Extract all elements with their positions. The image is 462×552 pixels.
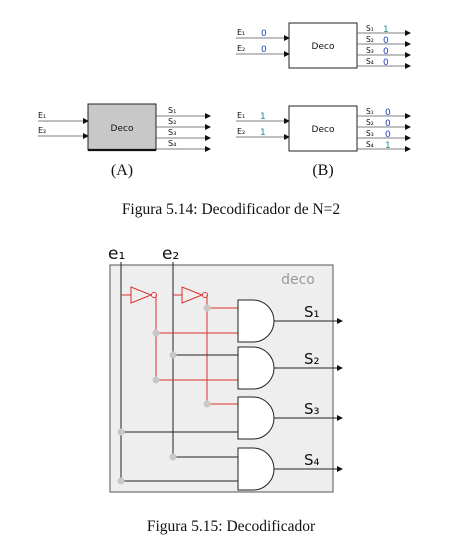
panel-b-bottom-diagram: E₁ 1 E₂ 1 Deco S₁ 0 S₂ 0 S₃ 0 S₄ 1 (B) — [236, 105, 411, 179]
panel-b-top-output-s2-value: 0 — [383, 36, 389, 46]
panel-b-top-input-e2: E₂ — [237, 44, 245, 53]
panel-a-output-s4: S₄ — [168, 139, 176, 148]
panel-b-bottom-input-e2: E₂ — [237, 127, 245, 136]
circuit-input-e1: e₁ — [108, 244, 125, 264]
panel-b-bottom-output-s1: S₁ — [366, 107, 374, 116]
panel-a-deco-label: Deco — [111, 124, 134, 134]
panel-b-bottom-output-s3-value: 0 — [385, 130, 391, 140]
panel-b-bottom-input-e2-value: 1 — [260, 128, 266, 138]
panel-b-bottom-deco-label: Deco — [312, 125, 335, 135]
panel-b-bottom-input-e1: E₁ — [237, 111, 245, 120]
circuit-input-e2: e₂ — [162, 244, 179, 264]
not-gate-e1-icon — [130, 286, 153, 304]
panel-b-top-diagram: E₁ 0 E₂ 0 Deco S₁ 1 S₂ 0 S₃ 0 S₄ 0 — [236, 22, 411, 69]
panel-b-bottom-input-e1-value: 1 — [260, 112, 266, 122]
panel-b-bottom-output-s3: S₃ — [366, 129, 374, 138]
decoder-circuit-box — [109, 264, 334, 493]
panel-a-output-s2: S₂ — [168, 117, 176, 126]
panel-b-bottom-output-s2-value: 0 — [385, 119, 391, 129]
panel-b-top-output-s4: S₄ — [366, 57, 374, 66]
panel-b-top-output-s2: S₂ — [366, 35, 374, 44]
decoder-circuit-box-label: deco — [281, 272, 315, 288]
panel-b-top-output-s4-value: 0 — [383, 58, 389, 68]
and-gate-1-icon — [237, 299, 275, 343]
panel-b-bottom-output-s4: S₄ — [366, 140, 374, 149]
panel-b-label: (B) — [312, 162, 333, 179]
panel-b-top-output-s3-value: 0 — [383, 47, 389, 57]
and-gate-2-icon — [237, 346, 275, 390]
panel-a-input-e2: E₂ — [38, 126, 46, 135]
panel-a-output-s3: S₃ — [168, 128, 176, 137]
panel-a-label: (A) — [111, 162, 133, 179]
panel-b-top-input-e1: E₁ — [237, 28, 245, 37]
panel-b-top-input-e1-value: 0 — [261, 29, 267, 39]
figure-15-caption: Figura 5.15: Decodificador — [146, 518, 316, 535]
circuit-output-s2: S₂ — [304, 350, 320, 368]
and-gate-4-icon — [237, 447, 275, 491]
panel-b-top-deco-label: Deco — [312, 42, 335, 52]
circuit-output-s1: S₁ — [304, 303, 320, 321]
panel-b-bottom-deco-box — [288, 105, 358, 152]
circuit-output-s3: S₃ — [304, 400, 320, 418]
panel-b-bottom-output-s1-value: 0 — [385, 108, 391, 118]
panel-a-deco-box — [87, 103, 157, 151]
panel-b-bottom-output-s4-value: 1 — [385, 141, 391, 151]
panel-b-top-output-s1: S₁ — [366, 24, 374, 33]
not-gate-e2-icon — [181, 286, 204, 304]
figure-14-caption: Figura 5.14: Decodificador de N=2 — [121, 201, 341, 218]
panel-b-bottom-output-s2: S₂ — [366, 118, 374, 127]
and-gate-3-icon — [237, 396, 275, 440]
panel-b-top-input-e2-value: 0 — [261, 45, 267, 55]
panel-b-top-output-s1-value: 1 — [383, 25, 389, 35]
decoder-circuit: deco e₁ e₂ — [108, 244, 343, 493]
panel-b-top-deco-box — [288, 22, 358, 69]
panel-b-top-output-s3: S₃ — [366, 46, 374, 55]
panel-a-input-e1: E₁ — [38, 111, 46, 120]
panel-a-output-s1: S₁ — [168, 106, 176, 115]
circuit-output-s4: S₄ — [304, 451, 320, 469]
panel-a-diagram: E₁ E₂ Deco S₁ S₂ S₃ S₄ (A) — [38, 103, 211, 179]
